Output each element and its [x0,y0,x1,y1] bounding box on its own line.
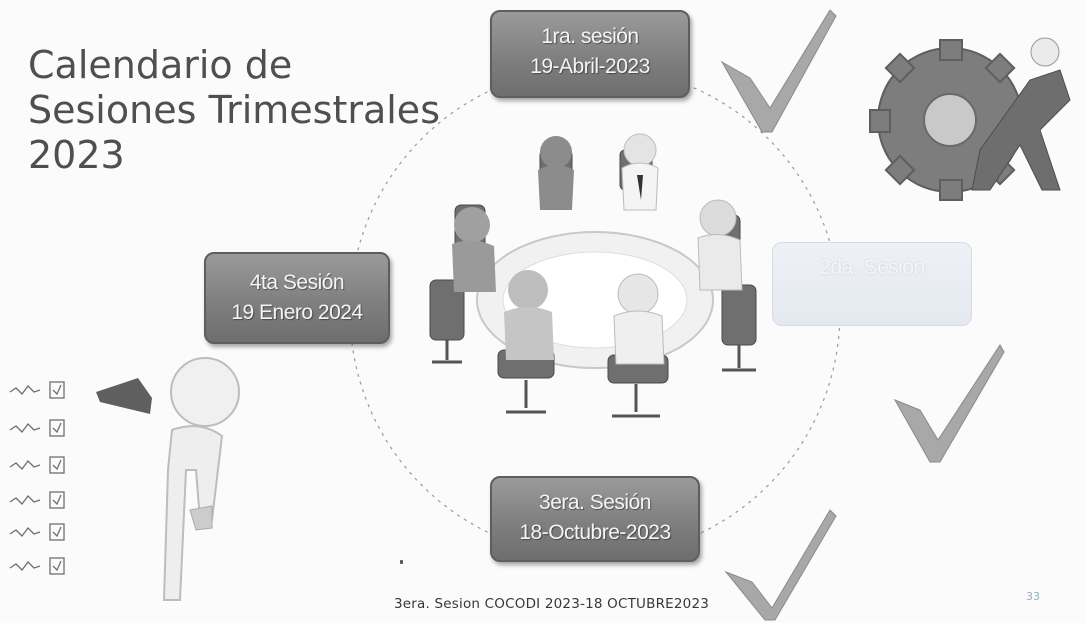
meeting-table-icon [429,133,757,418]
gear-worker-icon [869,37,1071,201]
page-number: 33 [1026,590,1040,603]
session-3-date: 18-Octubre-2023 [519,521,671,544]
slide-title: Calendario de Sesiones Trimestrales 2023 [28,43,448,178]
session-2-name: 2da. Sesión [819,256,925,279]
session-1-name: 1ra. sesión [541,25,639,48]
title-line-3: 2023 [28,133,125,178]
slide-footer: 3era. Sesion COCODI 2023-18 OCTUBRE2023 [394,596,710,612]
checklist-icon [9,381,65,575]
stray-dot [400,560,403,564]
session-box-4: 4ta Sesión 19 Enero 2024 [204,252,390,344]
session-4-name: 4ta Sesión [249,271,345,294]
title-line-1: Calendario de [28,43,293,88]
session-box-2: 2da. Sesión [772,242,972,326]
session-3-name: 3era. Sesión [539,491,651,514]
session-1-date: 19-Abril-2023 [530,55,650,78]
session-4-date: 19 Enero 2024 [231,301,363,324]
title-line-2: Sesiones Trimestrales [28,88,440,133]
person-checklist-icon [96,357,240,601]
checkmark-icon [720,9,1005,621]
session-box-3: 3era. Sesión 18-Octubre-2023 [490,476,700,562]
session-box-1: 1ra. sesión 19-Abril-2023 [490,10,690,98]
